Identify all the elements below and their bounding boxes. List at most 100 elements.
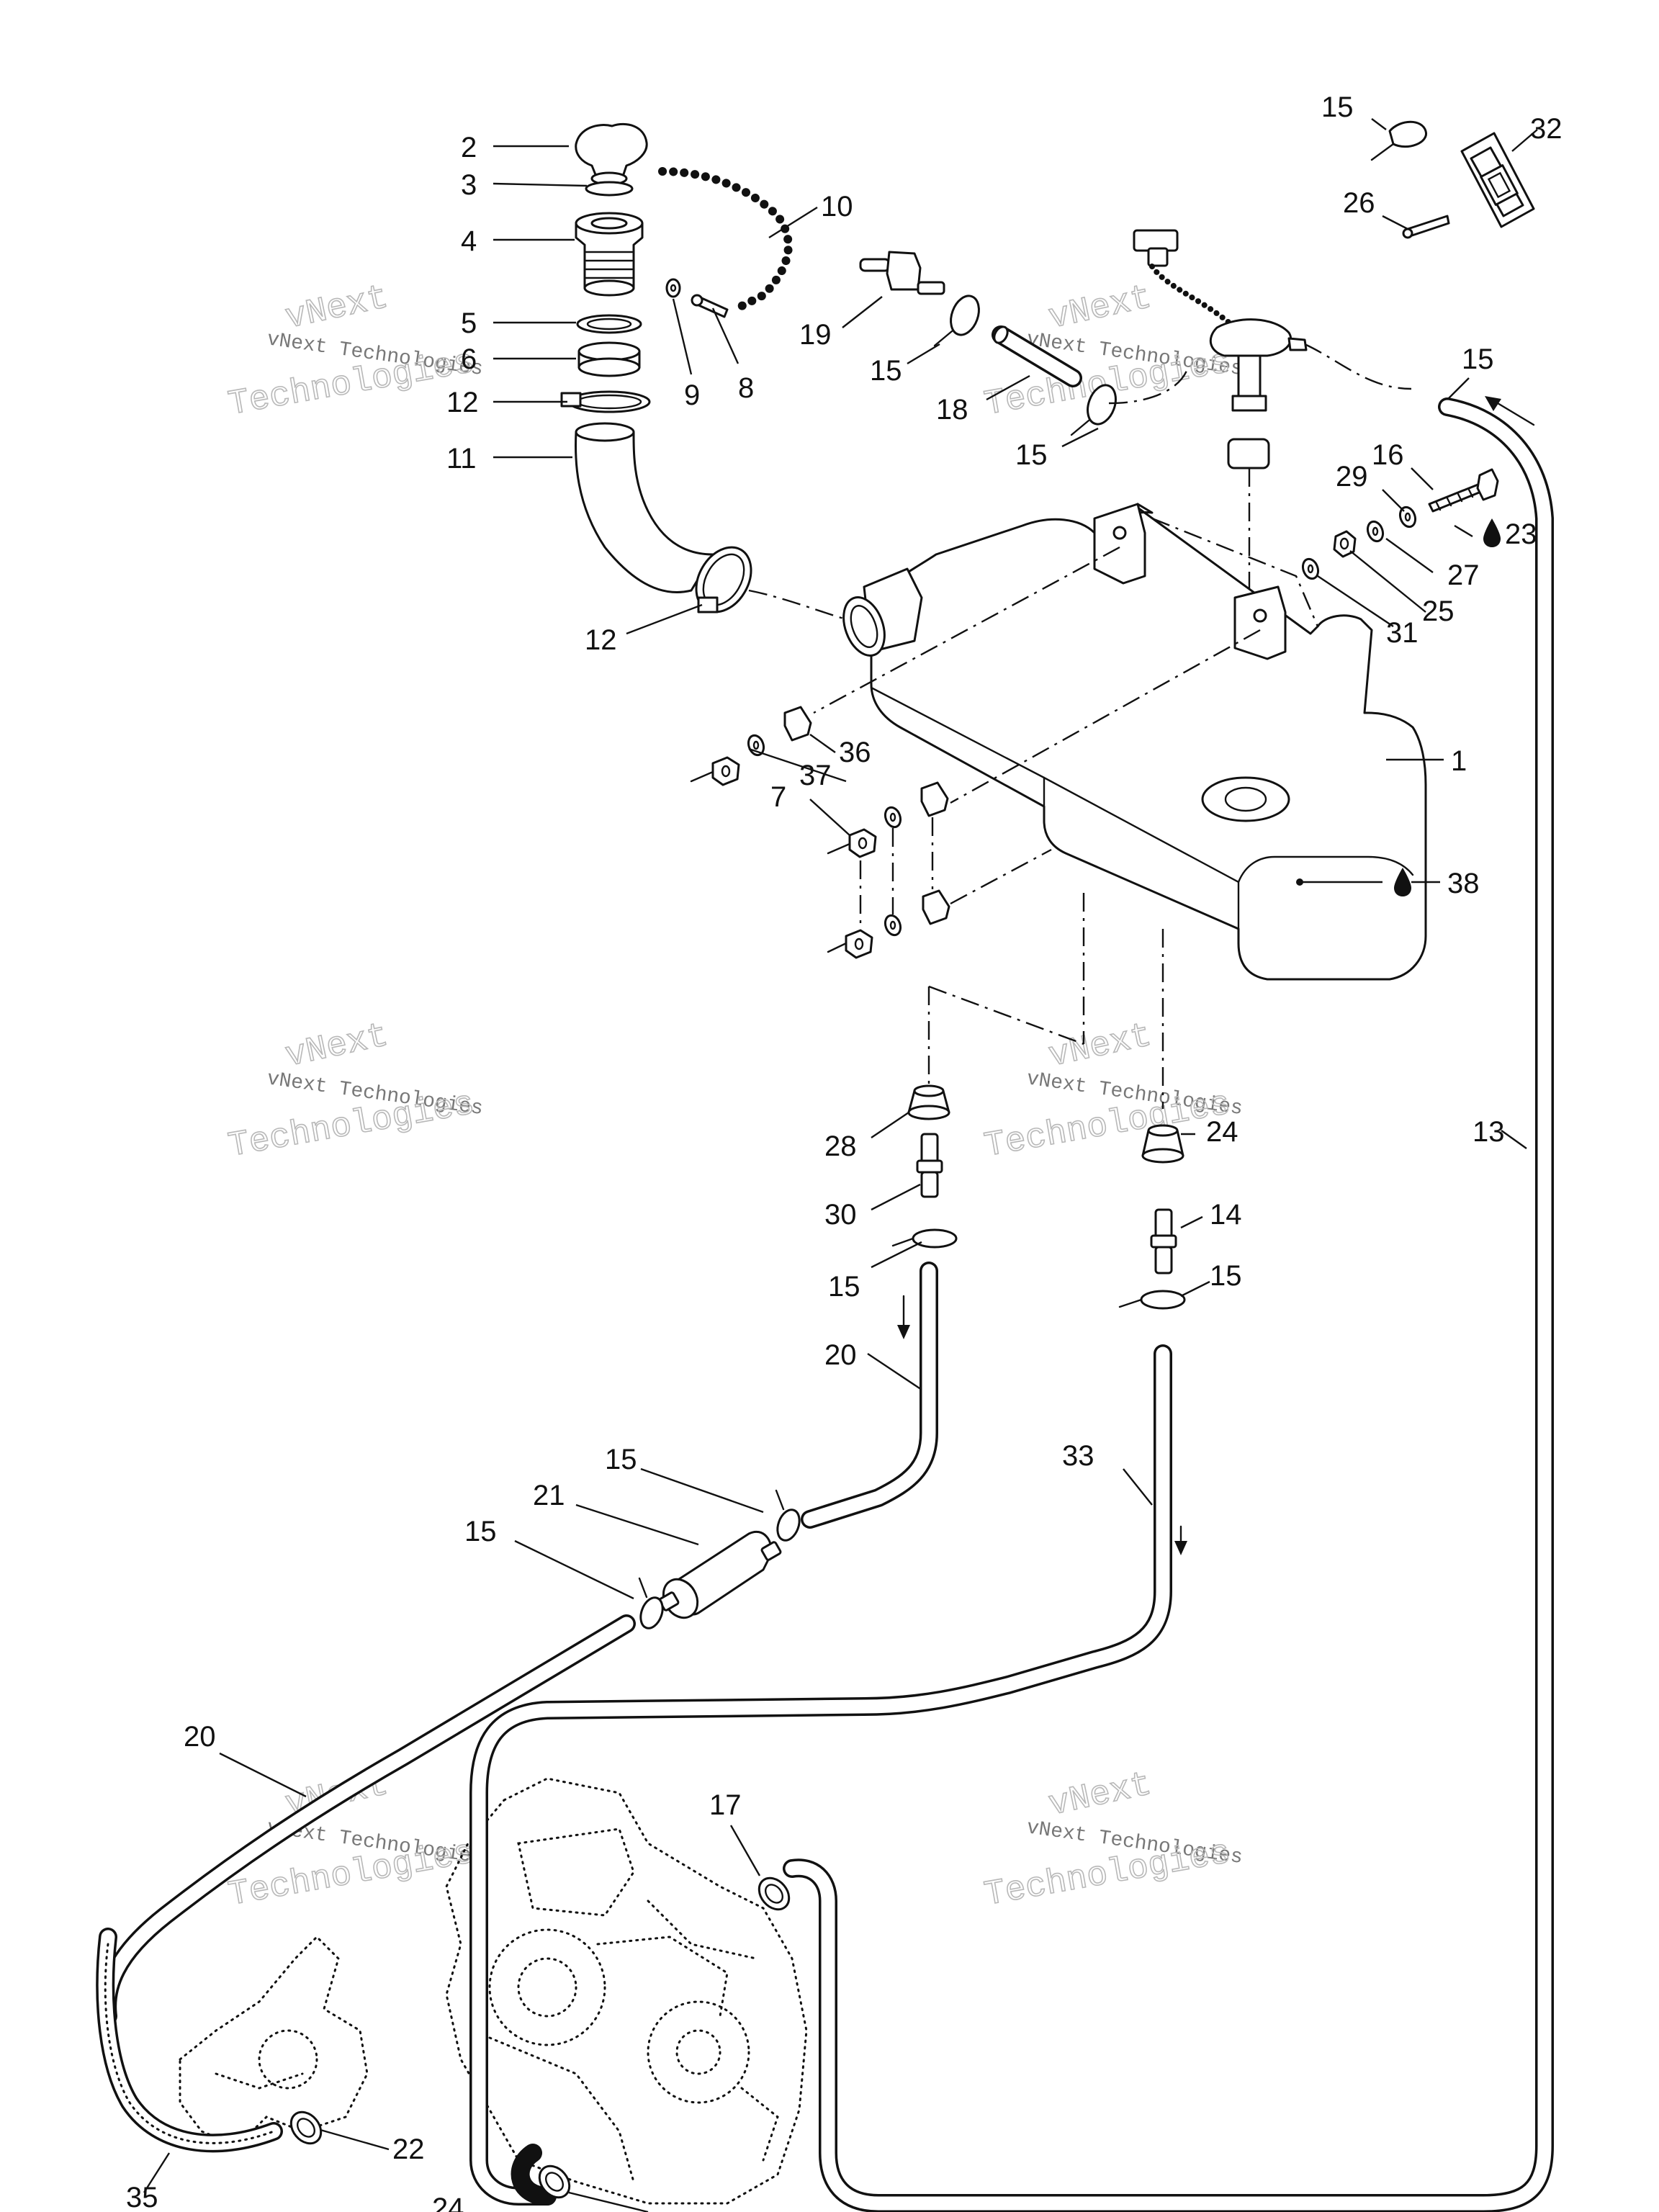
callout-35: 35: [126, 2182, 158, 2212]
hose-clamp-supply: [891, 1228, 958, 1249]
watermark-1: vNext vNext Technologies Technologies: [225, 278, 484, 425]
callout-7: 7: [770, 781, 786, 813]
callout-4: 4: [461, 225, 477, 257]
callout-37: 37: [799, 760, 832, 791]
callout-14: 14: [1210, 1199, 1242, 1231]
filler-nut: [577, 341, 641, 377]
svg-text:vNext: vNext: [1046, 279, 1155, 338]
callout-15-vent: 15: [1015, 439, 1048, 471]
watermark-4: vNext vNext Technologies Technologies: [981, 1016, 1244, 1166]
callout-36: 36: [839, 737, 871, 768]
callout-21: 21: [533, 1480, 565, 1511]
callout-18: 18: [936, 394, 968, 426]
vent-tube[interactable]: [992, 325, 1082, 387]
callout-15-filter-in: 15: [464, 1516, 497, 1547]
callout-27: 27: [1447, 559, 1480, 591]
callout-20-lower: 20: [184, 1721, 216, 1753]
callout-9: 9: [684, 379, 700, 411]
watermark-6: vNext vNext Technologies Technologies: [981, 1765, 1244, 1915]
lower-clamps: [289, 1876, 791, 2199]
fuel-filter-assembly: [638, 1489, 801, 1629]
pump-outline: [179, 1935, 369, 2147]
filler-neck[interactable]: [575, 212, 644, 297]
return-fitting[interactable]: [1150, 1208, 1177, 1274]
hose-clamp-17: [757, 1876, 791, 1911]
supply-hose-lower[interactable]: [98, 1614, 636, 2026]
fuel-tank[interactable]: [748, 503, 1427, 1109]
callout-24-return: 24: [1206, 1116, 1238, 1148]
hose-clamp-vent: [1070, 384, 1117, 436]
tether-washer: [665, 278, 681, 298]
callout-30: 30: [824, 1199, 857, 1231]
svg-text:vNext: vNext: [1046, 1766, 1155, 1825]
callout-6: 6: [461, 343, 477, 375]
fuel-level-sender: [1133, 229, 1412, 648]
leader-lines: [143, 118, 1538, 2212]
callout-20-upper: 20: [824, 1339, 857, 1371]
callout-19: 19: [799, 319, 832, 351]
tank-bolt[interactable]: [1428, 468, 1499, 513]
callout-26: 26: [1343, 187, 1375, 219]
callout-38: 38: [1447, 868, 1480, 899]
callout-15-supply: 15: [828, 1271, 860, 1303]
filler-hose[interactable]: [574, 431, 714, 593]
callout-28: 28: [824, 1130, 857, 1162]
vent-valve-assembly: [859, 251, 1190, 436]
hose-clamp-valve: [933, 295, 980, 347]
callout-15-valve: 15: [870, 355, 902, 387]
callout-25: 25: [1422, 595, 1455, 627]
callout-3: 3: [461, 169, 477, 201]
callout-1: 1: [1451, 745, 1467, 777]
check-valve[interactable]: [859, 251, 945, 295]
callout-10: 10: [821, 191, 853, 222]
watermark-3: vNext vNext Technologies Technologies: [225, 1016, 484, 1166]
droplet-icon: [1483, 518, 1501, 547]
fuel-filter[interactable]: [657, 1530, 782, 1624]
callout-12-top: 12: [446, 387, 479, 418]
callout-12-bottom: 12: [585, 624, 617, 656]
tank-filler-inlet: [842, 567, 923, 657]
callout-8: 8: [738, 372, 754, 404]
callout-33: 33: [1062, 1440, 1094, 1472]
engine-outline: [445, 1777, 808, 2205]
filler-assembly: [560, 122, 793, 613]
callout-15-return: 15: [1210, 1260, 1242, 1292]
callout-15-filter-out: 15: [605, 1444, 637, 1475]
hose-clamp-return: [1118, 1290, 1186, 1310]
grommet-supply: [907, 1084, 950, 1120]
svg-text:vNext: vNext: [282, 279, 392, 338]
callout-31: 31: [1386, 617, 1419, 649]
mounting-bracket: [1370, 120, 1535, 239]
gasket: [576, 314, 642, 334]
fuel-cap[interactable]: [575, 122, 648, 178]
callout-15-tank: 15: [1462, 343, 1494, 375]
return-hose-end[interactable]: [511, 2144, 557, 2206]
return-fittings: [1118, 1124, 1187, 1555]
callout-13: 13: [1473, 1116, 1505, 1148]
supply-fitting[interactable]: [916, 1133, 943, 1198]
callout-22: 22: [392, 2134, 425, 2165]
callout-2: 2: [461, 132, 477, 163]
hose-clamp-24: [538, 2164, 571, 2199]
callout-29: 29: [1336, 461, 1368, 493]
callout-11: 11: [446, 443, 477, 475]
tank-mount-hardware: [690, 706, 1052, 959]
callout-16: 16: [1372, 439, 1404, 471]
callout-5: 5: [461, 307, 477, 339]
callout-labels: 2 3 4 5 6 12 11 12 10 9 8 19 15 18 15 15…: [126, 91, 1563, 2212]
callout-23: 23: [1505, 518, 1537, 550]
callout-24-engine: 24: [432, 2193, 464, 2212]
svg-text:vNext: vNext: [282, 1017, 392, 1076]
hose-clamp-filter-in: [638, 1577, 664, 1629]
tether-chain: [658, 167, 793, 314]
callout-17: 17: [709, 1789, 742, 1821]
droplet-icon: [1394, 868, 1411, 896]
hose-clamp-top: [560, 390, 651, 413]
hoses: [96, 396, 1554, 2212]
grommet-return: [1141, 1124, 1184, 1164]
tank-bolt-stack: [1301, 468, 1499, 580]
svg-text:vNext: vNext: [1046, 1017, 1155, 1076]
callout-32: 32: [1530, 113, 1563, 145]
hose-clamp-filter-out: [775, 1489, 801, 1542]
